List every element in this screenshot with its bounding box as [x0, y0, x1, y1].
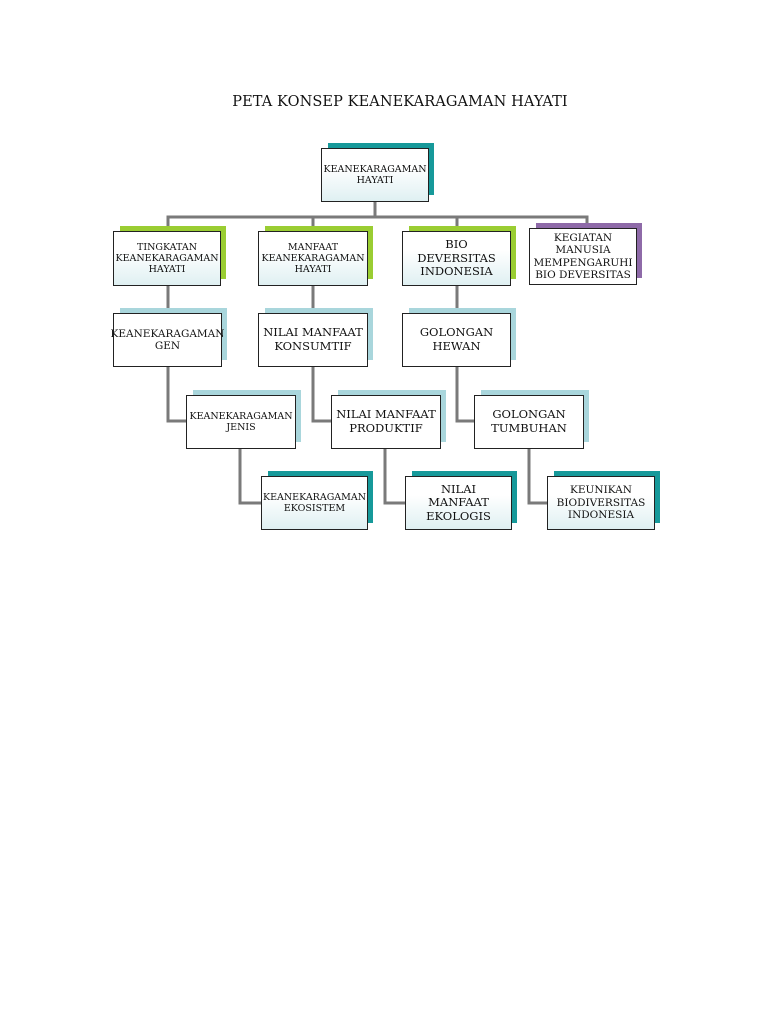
node-golongan-hewan: GOLONGAN HEWAN: [402, 313, 511, 367]
connector-gen-jenis: [166, 365, 188, 423]
connector-produktif-ekologis: [383, 447, 407, 505]
connector-konsumtif-produktif: [311, 365, 333, 423]
node-kegiatan-manusia: KEGIATAN MANUSIA MEMPENGARUHI BIO DEVERS…: [529, 228, 637, 285]
connector-tumbuhan-keunikan: [527, 447, 549, 505]
node-nilai-manfaat-produktif: NILAI MANFAAT PRODUKTIF: [331, 395, 441, 449]
node-tingkatan-keanekaragaman-hayati: TINGKATAN KEANEKARAGAMAN HAYATI: [113, 231, 221, 286]
connector-hewan-tumbuhan: [455, 365, 476, 423]
node-keunikan-biodiversitas: KEUNIKAN BIODIVERSITAS INDONESIA: [547, 476, 655, 530]
node-nilai-manfaat-konsumtif: NILAI MANFAAT KONSUMTIF: [258, 313, 368, 367]
node-keanekaragaman-hayati: KEANEKARAGAMAN HAYATI: [321, 148, 429, 202]
node-keanekaragaman-ekosistem: KEANEKARAGAMAN EKOSISTEM: [261, 476, 368, 530]
node-keanekaragaman-gen: KEANEKARAGAMAN GEN: [111, 313, 224, 367]
node-golongan-tumbuhan: GOLONGAN TUMBUHAN: [474, 395, 584, 449]
node-manfaat-keanekaragaman-hayati: MANFAAT KEANEKARAGAMAN HAYATI: [258, 231, 368, 286]
node-nilai-manfaat-ekologis: NILAI MANFAAT EKOLOGIS: [405, 476, 512, 530]
page-title: PETA KONSEP KEANEKARAGAMAN HAYATI: [232, 94, 568, 110]
connector-jenis-ekosistem: [238, 447, 263, 505]
node-keanekaragaman-jenis: KEANEKARAGAMAN JENIS: [186, 395, 296, 449]
node-bio-deversitas-indonesia: BIO DEVERSITAS INDONESIA: [402, 231, 511, 286]
